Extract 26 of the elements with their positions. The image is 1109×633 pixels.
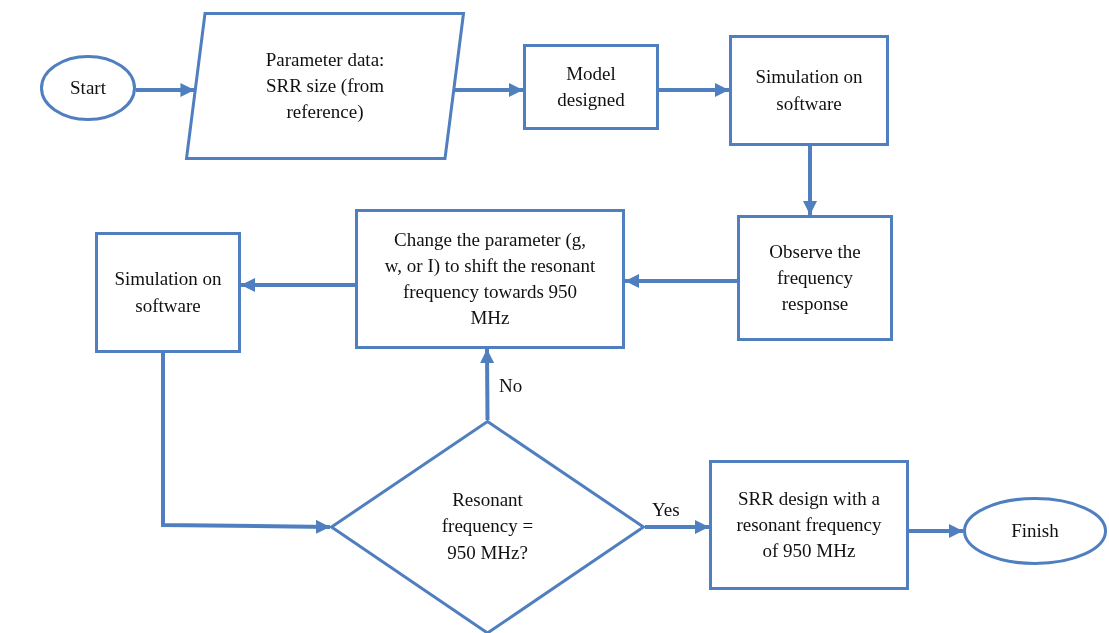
box-text: SRR design with a resonant frequency of 950 MHz xyxy=(735,486,883,564)
process-box xyxy=(729,35,889,146)
arrow xyxy=(135,83,195,97)
process-box xyxy=(523,44,659,130)
box-text: Model designed xyxy=(556,61,626,112)
process-box xyxy=(709,460,909,590)
box-text: Change the parameter (g, w, or I) to shift the resonant frequency towards 950 MHz xyxy=(384,227,596,331)
arrow xyxy=(241,278,355,292)
arrow xyxy=(645,520,709,534)
box-text: Parameter data: SRR size (from reference) xyxy=(264,47,386,125)
arrow xyxy=(161,353,331,534)
arrow xyxy=(909,524,963,538)
box-text: Observe the frequency response xyxy=(768,239,862,317)
box-text: Simulation on software xyxy=(754,65,864,116)
arrow xyxy=(659,83,729,97)
process-box xyxy=(355,209,625,349)
process-box xyxy=(737,215,893,341)
arrow xyxy=(625,274,737,288)
arrow xyxy=(454,83,523,97)
box-text: Simulation on software xyxy=(114,267,222,318)
arrow xyxy=(803,146,817,215)
arrow xyxy=(480,349,495,420)
process-box xyxy=(95,232,241,353)
box-text: Finish xyxy=(1011,518,1059,543)
box-text: Start xyxy=(70,75,106,100)
box-text: Resonant frequency = 950 MHz? xyxy=(440,488,535,565)
